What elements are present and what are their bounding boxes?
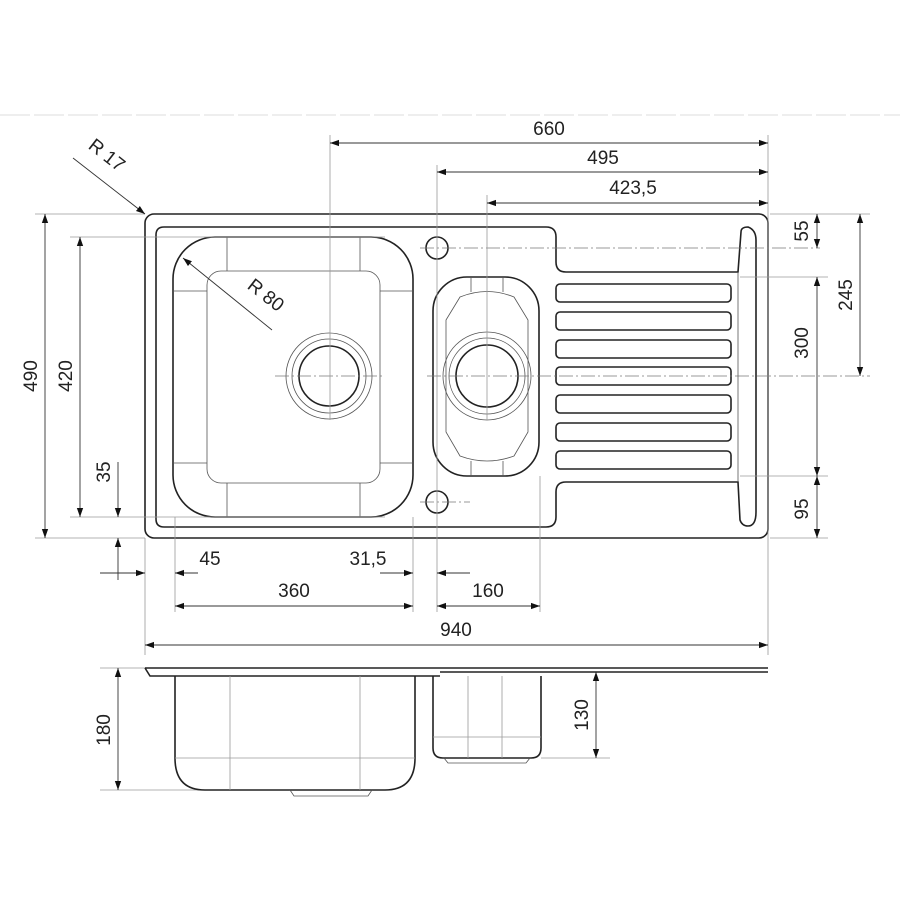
label-45: 45 [199,549,220,570]
label-160: 160 [472,581,504,602]
drainer-rib [555,394,732,414]
side-top-plate [144,667,768,677]
label-55: 55 [792,220,813,241]
label-180: 180 [94,714,115,746]
side-main-drain [289,789,373,797]
label-95: 95 [792,498,813,519]
label-130: 130 [572,699,593,731]
center-lines [275,247,870,503]
side-small-bowl [432,676,542,759]
label-245: 245 [836,279,857,311]
drainer-rib [555,311,732,331]
small-bowl [432,276,540,477]
label-r17: R 17 [84,135,129,176]
drainer-ribs [555,283,732,470]
leader-r80 [182,257,273,331]
sink-side-view [144,667,768,797]
extension-lines [35,135,870,791]
label-660: 660 [533,119,565,140]
leader-r17 [72,157,146,215]
label-490: 490 [21,360,42,392]
drainer-rib [555,422,732,442]
small-bowl-floor [445,291,529,462]
drainer-rib [555,283,732,303]
side-main-bowl [174,676,416,791]
sink-plan-view [144,213,870,539]
label-423-5: 423,5 [609,178,657,199]
sink-inner-rim [155,226,757,528]
main-bowl-corner-lines [173,237,413,517]
drainer-rib [555,339,732,359]
label-420: 420 [56,360,77,392]
drainer-rib [555,450,732,470]
label-360: 360 [278,581,310,602]
side-small-drain [443,757,531,764]
small-bowl-corner-lines [470,277,504,476]
label-940: 940 [440,620,472,641]
dimension-lines [41,139,864,790]
main-bowl-floor [206,270,381,484]
label-r80: R 80 [243,275,288,316]
label-35: 35 [94,461,115,482]
label-300: 300 [792,327,813,359]
label-31-5: 31,5 [350,549,387,570]
label-495: 495 [587,148,619,169]
